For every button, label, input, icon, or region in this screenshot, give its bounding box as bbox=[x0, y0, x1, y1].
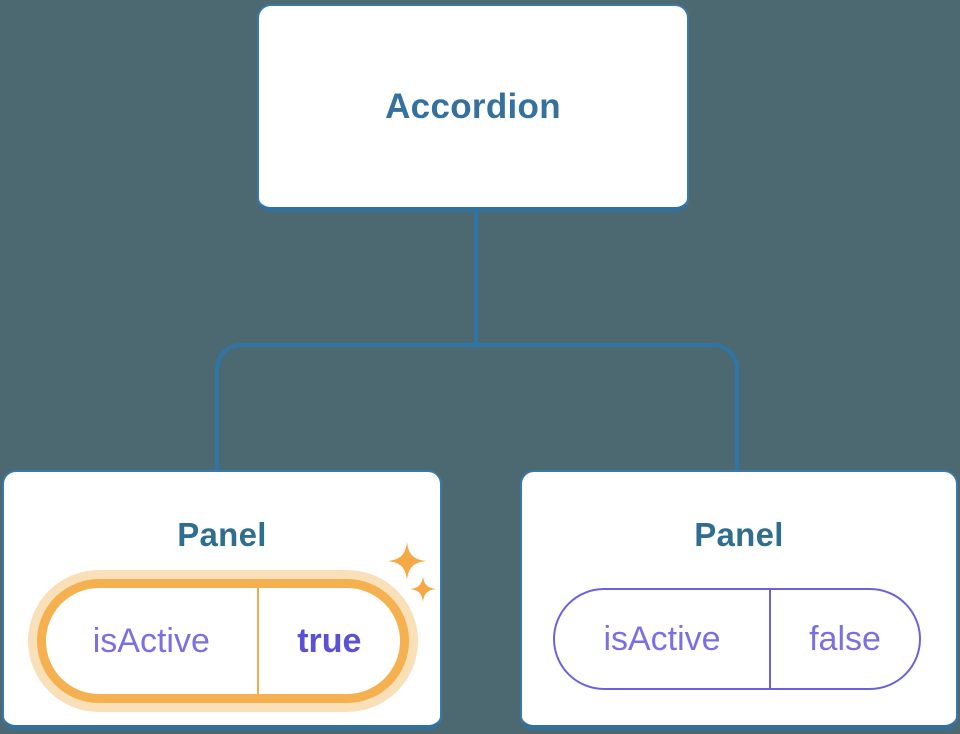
prop-name: isActive bbox=[46, 588, 259, 694]
accordion-node: Accordion bbox=[257, 4, 689, 212]
sparkle-icon bbox=[410, 576, 436, 602]
prop-value: true bbox=[297, 621, 362, 660]
prop-value: false bbox=[809, 619, 881, 658]
connector-branches bbox=[215, 343, 739, 474]
panel-label: Panel bbox=[694, 516, 784, 553]
panel-node-active: Panel isActive true bbox=[2, 470, 442, 730]
connector-stem bbox=[474, 209, 478, 346]
panel-label: Panel bbox=[177, 516, 267, 553]
prop-pill-active: isActive true bbox=[37, 579, 409, 703]
panel-node-inactive: Panel isActive false bbox=[520, 470, 958, 730]
prop-name: isActive bbox=[555, 590, 772, 688]
prop-pill-inactive: isActive false bbox=[553, 588, 921, 690]
accordion-label: Accordion bbox=[385, 86, 561, 126]
